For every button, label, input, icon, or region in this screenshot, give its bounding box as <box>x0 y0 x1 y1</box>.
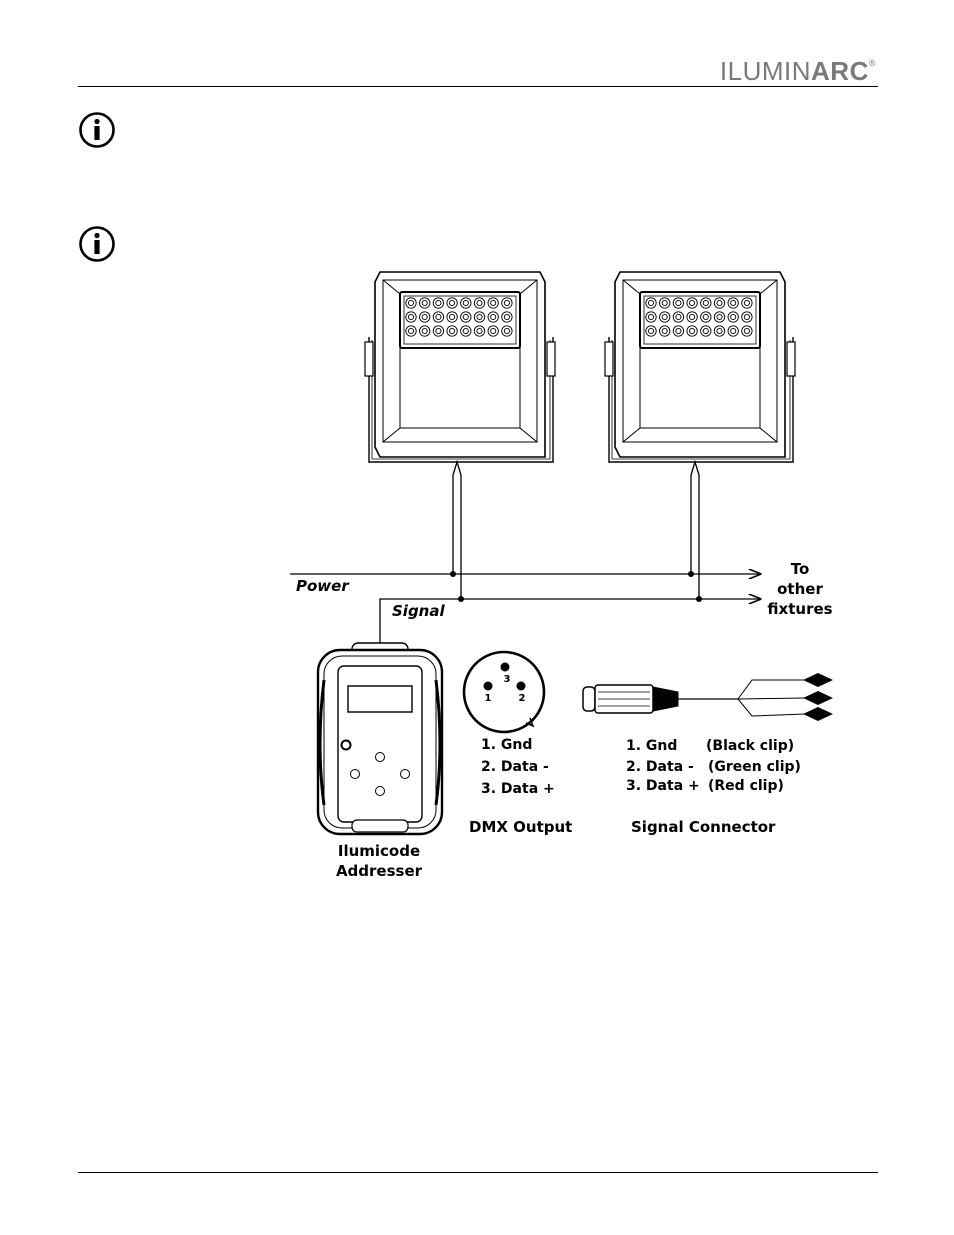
dmx-list-1: 1. Gnd <box>481 737 532 753</box>
signal-junction-left <box>458 596 464 602</box>
fixture-right <box>604 271 796 463</box>
brand-logo: ILUMINARC® <box>720 56 876 87</box>
dmx-list-2: 2. Data - <box>481 759 549 775</box>
header-rule <box>78 86 878 87</box>
power-junction-left <box>450 571 456 577</box>
addresser-left-button <box>350 769 360 779</box>
addresser-caption-2: Addresser <box>336 862 423 880</box>
signal-clip-1: (Black clip) <box>706 738 794 754</box>
footer-rule <box>78 1172 878 1173</box>
fixture-left <box>364 271 556 463</box>
drop-cables <box>452 459 700 599</box>
signal-pin-1: 1. Gnd <box>626 738 677 754</box>
signal-connector-clips <box>803 673 833 721</box>
addresser-caption-1: Ilumicode <box>338 842 420 860</box>
signal-connector-plug <box>582 679 806 717</box>
signal-clip-3: (Red clip) <box>708 778 784 794</box>
signal-clip-2: (Green clip) <box>708 759 801 775</box>
signal-connector-caption: Signal Connector <box>631 818 776 836</box>
addresser-up-button <box>375 752 385 762</box>
logo-light-text: ILUMIN <box>719 56 812 86</box>
info-icon <box>79 112 115 148</box>
power-label: Power <box>296 577 350 595</box>
signal-line <box>379 599 760 648</box>
logo-bold-text: ARC <box>811 56 869 86</box>
power-junction-right <box>688 571 694 577</box>
info-icon <box>79 226 115 262</box>
dmx-pin-2: 2 <box>519 693 526 704</box>
dmx-list-3: 3. Data + <box>481 781 555 797</box>
addresser-down-button <box>375 786 385 796</box>
signal-junction-right <box>696 596 702 602</box>
logo-registered-mark: ® <box>868 58 876 68</box>
dmx-pin-1: 1 <box>485 693 492 704</box>
signal-pin-2: 2. Data - <box>626 759 694 775</box>
addresser-led <box>340 739 352 751</box>
signal-label: Signal <box>392 602 445 620</box>
dmx-output-connector <box>462 650 546 734</box>
destination-line-1: To <box>791 560 810 578</box>
ilumicode-addresser <box>316 642 444 836</box>
dmx-pin-3: 3 <box>504 674 511 685</box>
destination-line-2: other <box>777 580 823 598</box>
addresser-display <box>347 685 413 713</box>
signal-pin-3: 3. Data + <box>626 778 700 794</box>
addresser-right-button <box>400 769 410 779</box>
destination-line-3: fixtures <box>767 600 832 618</box>
dmx-output-caption: DMX Output <box>469 818 572 836</box>
